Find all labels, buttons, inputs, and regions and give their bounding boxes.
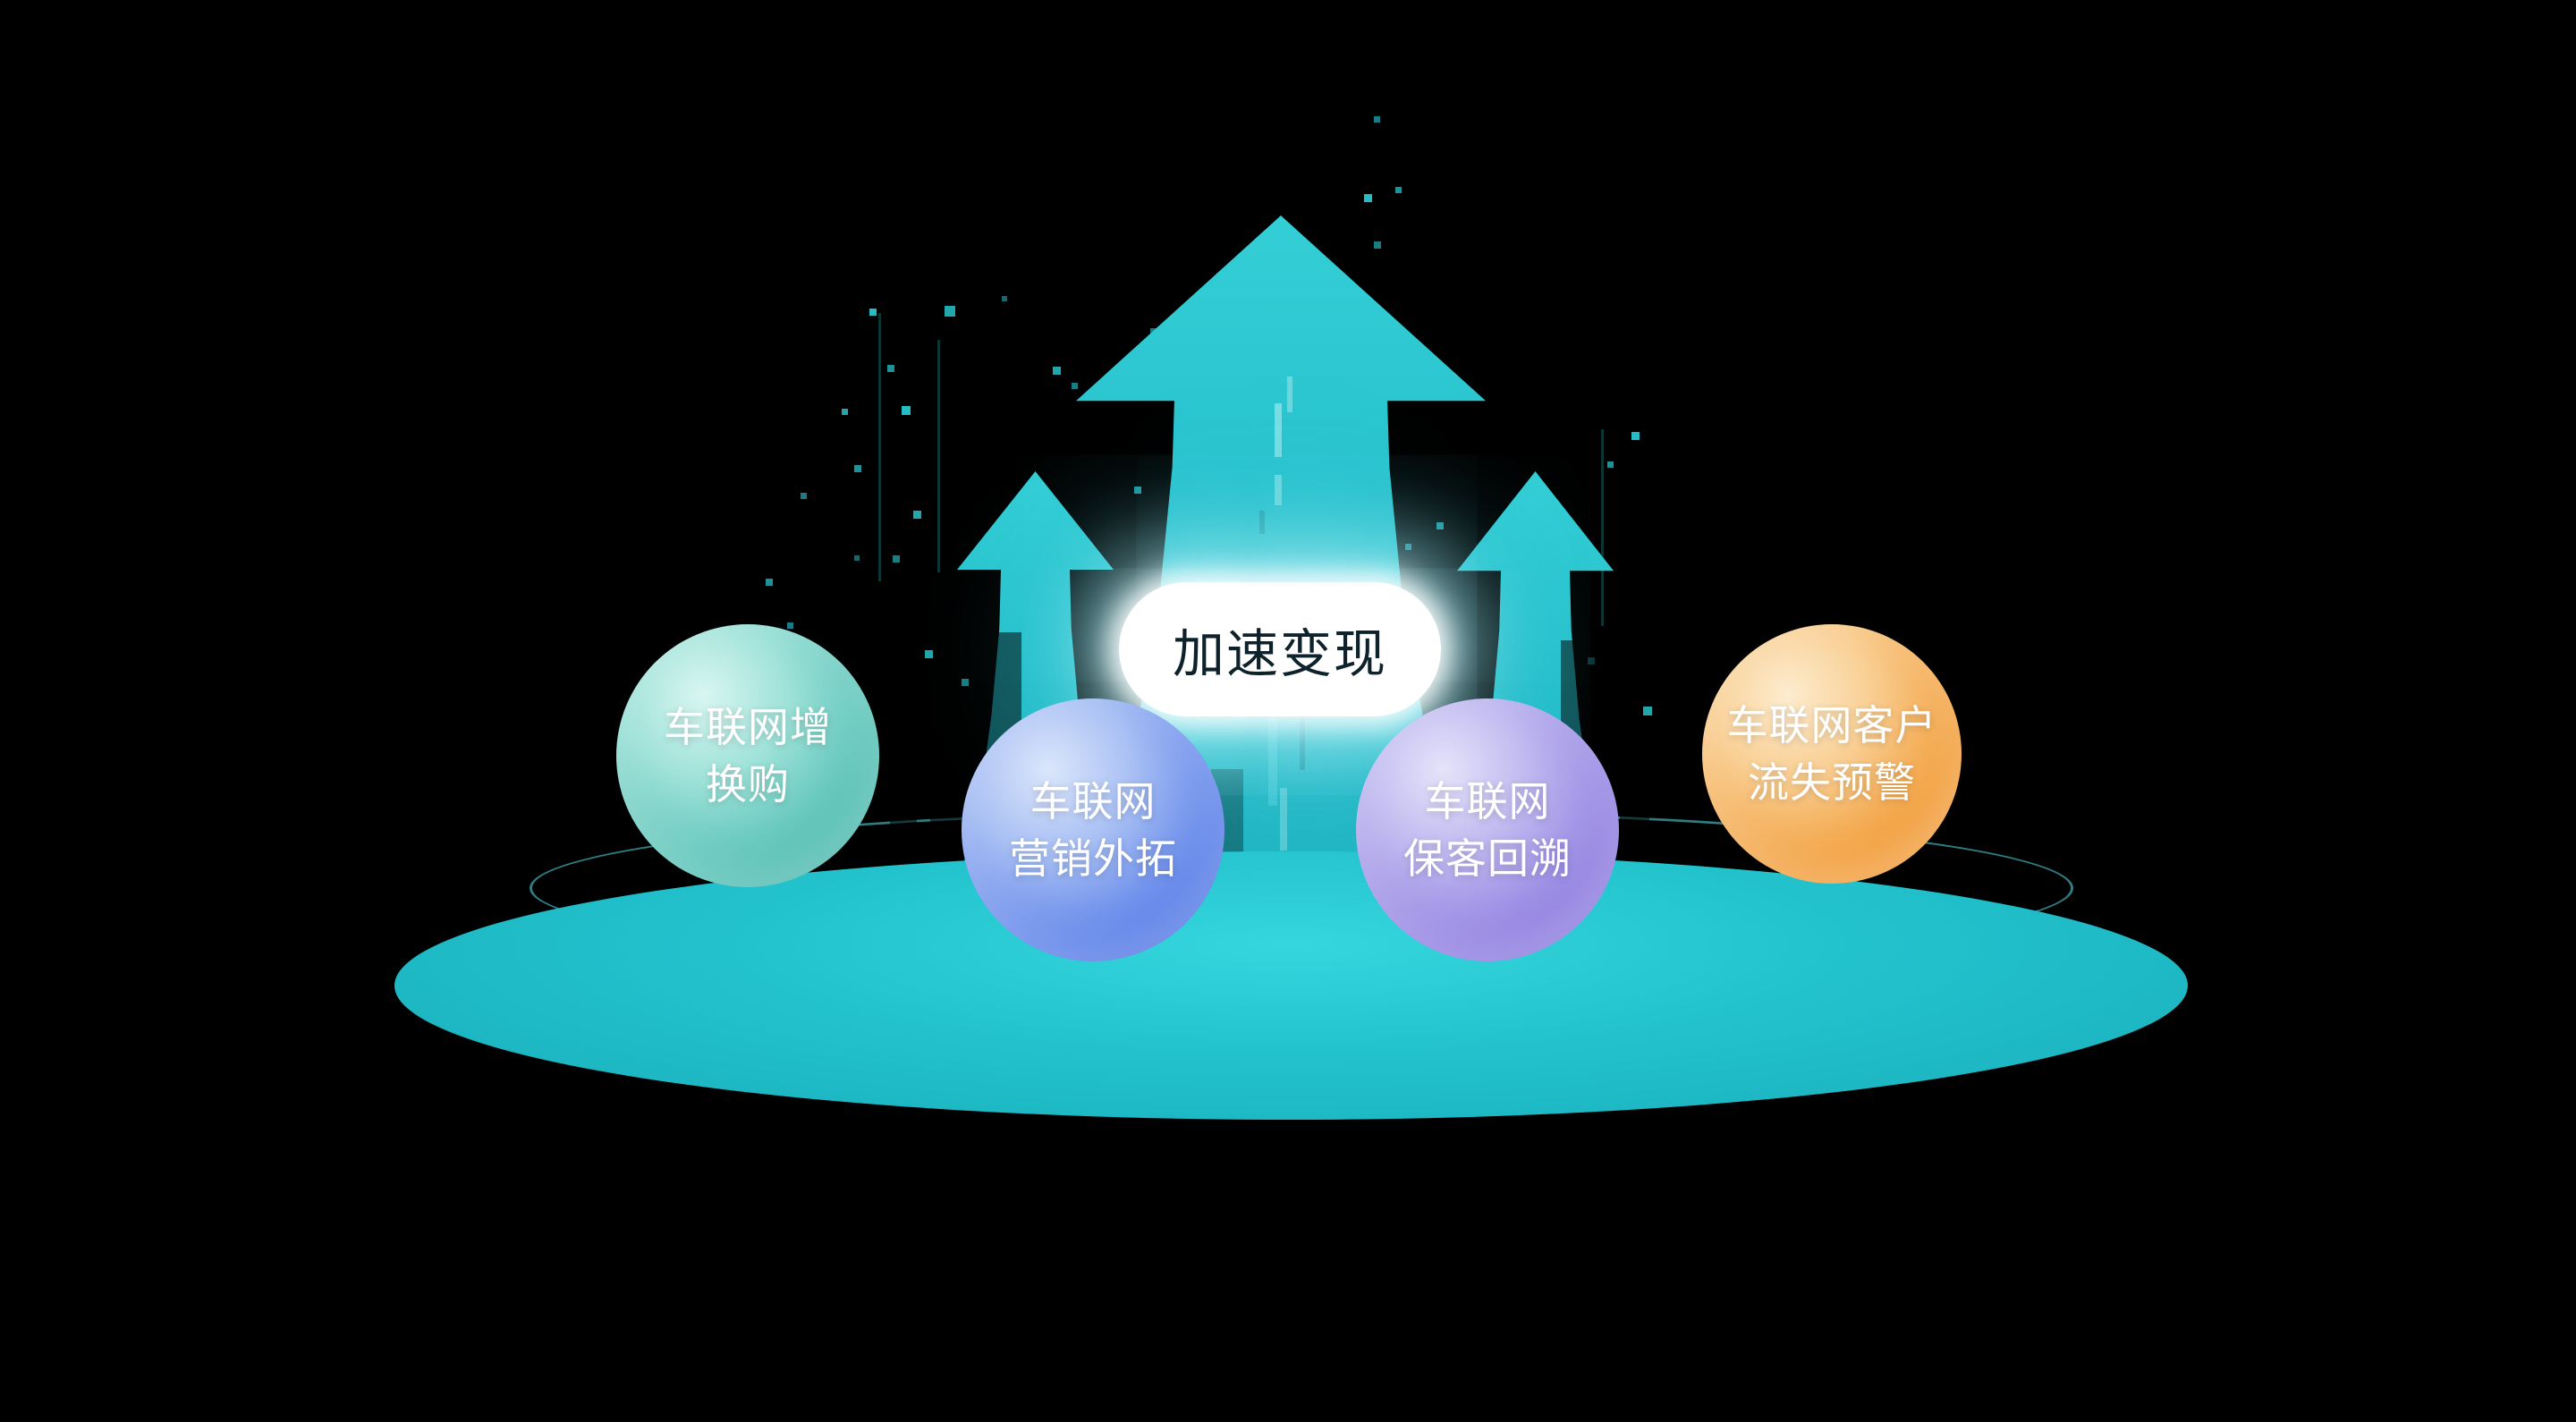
particle: [854, 555, 860, 561]
particle: [945, 306, 955, 317]
particle: [1364, 194, 1372, 202]
building-bar: [890, 644, 917, 863]
speed-streak: [1300, 716, 1305, 770]
sphere-label-line: 营销外拓: [1009, 835, 1177, 882]
speed-streak: [1287, 377, 1292, 412]
sphere-iov-churn-warning: 车联网客户 流失预警: [1702, 624, 1962, 884]
sphere-label-line: 换购: [706, 761, 790, 808]
particle: [893, 555, 900, 563]
particle: [842, 409, 848, 415]
particle: [913, 511, 921, 519]
speed-streak: [1268, 698, 1277, 806]
particle: [1053, 367, 1061, 375]
building-bar: [930, 707, 966, 859]
particle: [1395, 187, 1402, 193]
sphere-label-line: 车联网增: [664, 703, 832, 750]
particle: [801, 493, 807, 499]
particle: [1405, 544, 1411, 550]
platform-ellipse: [394, 851, 2188, 1120]
accelerate-monetization-badge: 加速变现: [1119, 582, 1441, 716]
badge-label: 加速变现: [1172, 625, 1387, 683]
sphere-label-line: 保客回溯: [1403, 835, 1572, 882]
particle: [902, 406, 911, 415]
sphere-iov-upgrade-repurchase: 车联网增 换购: [616, 624, 879, 887]
sphere-label-line: 车联网: [1424, 777, 1551, 825]
particle: [887, 365, 894, 372]
particle: [1072, 383, 1078, 389]
building-bar: [1620, 723, 1649, 861]
particle: [1631, 432, 1640, 440]
speed-streak: [1275, 475, 1282, 505]
particle: [925, 650, 933, 658]
speed-streak: [1275, 403, 1282, 457]
particle: [1374, 241, 1381, 249]
particle: [1436, 522, 1444, 529]
speed-streak: [1259, 511, 1265, 534]
sphere-iov-marketing-expansion: 车联网 营销外拓: [962, 698, 1224, 961]
light-trail: [1601, 429, 1604, 626]
particle: [1134, 487, 1141, 494]
particle: [787, 622, 793, 629]
particle: [1607, 461, 1614, 468]
particle: [869, 309, 877, 316]
sphere-label-line: 车联网: [1030, 777, 1157, 825]
particle: [1643, 707, 1652, 715]
sphere-label-line: 车联网客户: [1726, 701, 1937, 749]
particle: [766, 579, 773, 586]
speed-streak: [1280, 788, 1287, 851]
sphere-iov-customer-retention: 车联网 保客回溯: [1356, 698, 1619, 961]
particle: [854, 465, 861, 472]
light-trail: [937, 340, 940, 572]
light-trail: [878, 313, 881, 581]
sphere-label-line: 流失预警: [1748, 759, 1916, 806]
particle: [1002, 296, 1007, 301]
particle: [962, 679, 969, 686]
particle: [1374, 116, 1380, 123]
